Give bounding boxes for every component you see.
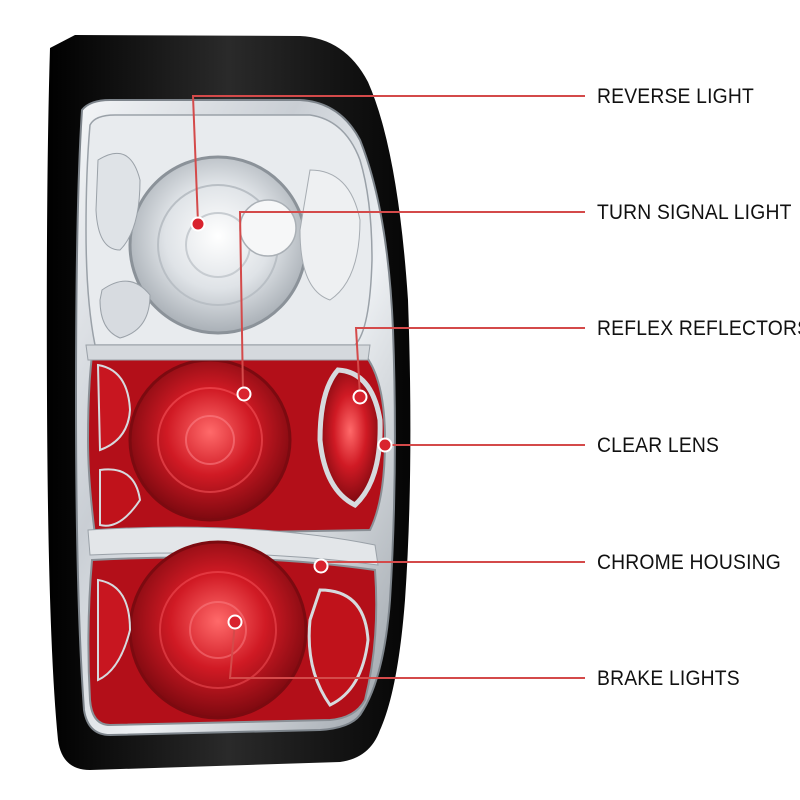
brake-lights-leader [228,621,585,679]
brake-lights-dot [227,614,243,630]
chrome-housing-dot [313,558,329,574]
clear-lens-dot [377,437,393,453]
reflex-reflector [317,367,383,509]
reflex-reflectors-label: REFLEX REFLECTORS [597,317,800,340]
clear-lens-label: CLEAR LENS [597,434,720,457]
turn-signal-light-dot [236,386,252,402]
reverse-light-leader [191,95,585,224]
reflex-reflectors-leader [354,327,585,397]
reflex-reflectors-dot [352,389,368,405]
turn-signal-light-label: TURN SIGNAL LIGHT [597,201,792,224]
reverse-light-dot [190,216,206,232]
reverse-light-label: REVERSE LIGHT [597,85,755,108]
callout-leader-lines [191,95,585,679]
callout-dots [190,216,393,630]
turn-signal-reflector [128,358,292,522]
chrome-housing-label: CHROME HOUSING [597,551,781,574]
brake-light-reflector [128,540,308,720]
turn-signal-light-leader [238,211,585,394]
brake-lights-label: BRAKE LIGHTS [597,667,740,690]
